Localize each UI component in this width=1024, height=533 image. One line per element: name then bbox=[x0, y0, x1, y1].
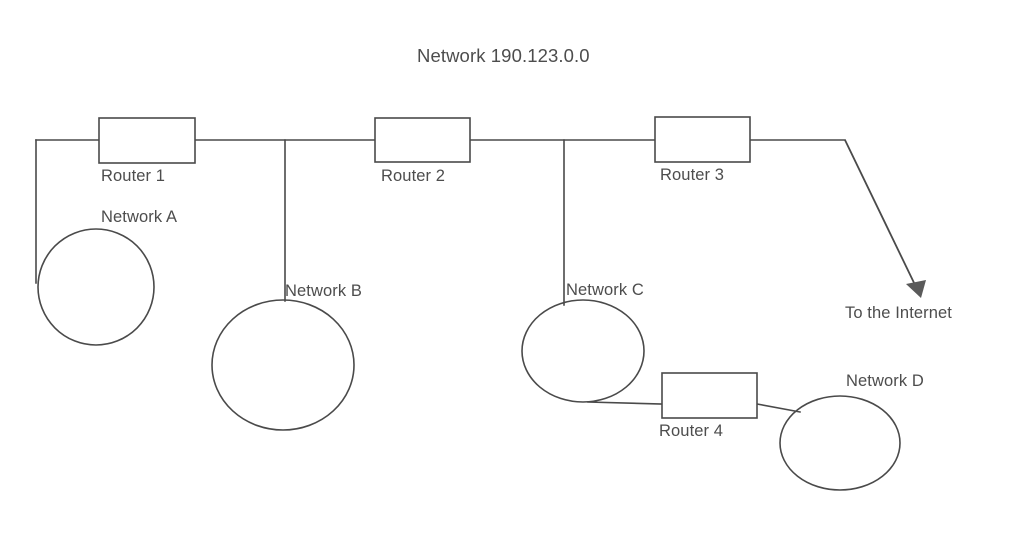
router-4-box[interactable] bbox=[661, 372, 758, 419]
router-3-box[interactable] bbox=[654, 116, 751, 163]
network-d-ellipse[interactable] bbox=[779, 395, 901, 491]
network-b-label: Network B bbox=[285, 282, 363, 300]
network-a-label: Network A bbox=[101, 208, 178, 226]
internet-arrow-head bbox=[906, 280, 926, 298]
diagram-title: Network 190.123.0.0 bbox=[417, 45, 590, 66]
network-b-circle[interactable] bbox=[211, 299, 355, 431]
link-network-c-to-router-4 bbox=[587, 401, 663, 405]
router-3-label: Router 3 bbox=[660, 166, 725, 184]
network-c-label: Network C bbox=[566, 281, 644, 299]
link-router-4-to-network-d bbox=[756, 403, 801, 413]
router-4-label: Router 4 bbox=[659, 422, 724, 440]
internet-label: To the Internet bbox=[845, 304, 952, 322]
link-router-3-to-internet-arrow bbox=[844, 139, 918, 290]
network-d-label: Network D bbox=[846, 372, 924, 390]
network-a-circle[interactable] bbox=[37, 228, 155, 346]
router-1-box[interactable] bbox=[98, 117, 196, 164]
router-2-box[interactable] bbox=[374, 117, 471, 163]
router-2-label: Router 2 bbox=[381, 167, 446, 185]
network-c-ellipse[interactable] bbox=[521, 299, 645, 403]
router-1-label: Router 1 bbox=[101, 167, 166, 185]
